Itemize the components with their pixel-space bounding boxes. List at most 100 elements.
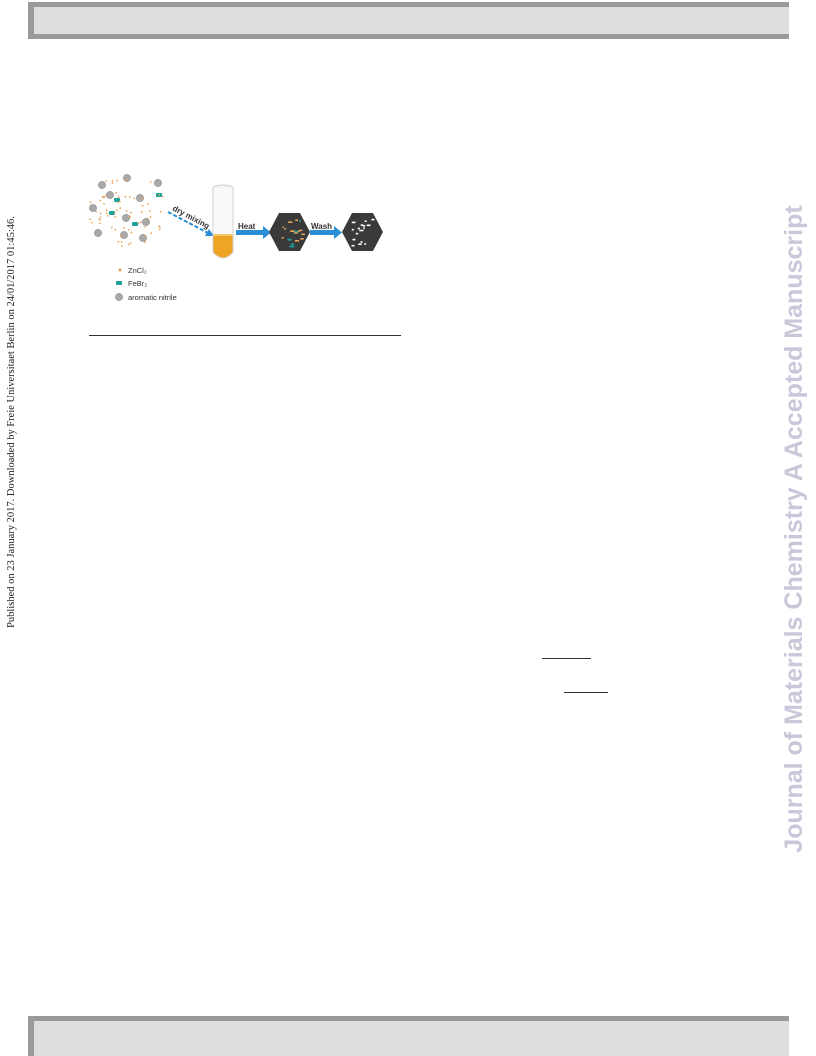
zncl2-particle bbox=[117, 196, 120, 198]
zncl2-particle bbox=[104, 195, 107, 197]
zncl2-particle bbox=[99, 222, 101, 225]
heat-label: Heat bbox=[238, 222, 256, 231]
zncl2-particle bbox=[121, 244, 123, 247]
pore bbox=[364, 220, 367, 222]
pore bbox=[364, 243, 367, 245]
pore bbox=[351, 221, 356, 224]
pore bbox=[351, 244, 355, 247]
figure-rule bbox=[89, 335, 401, 336]
pore bbox=[362, 225, 366, 227]
zncl2-particle bbox=[127, 243, 130, 246]
wash-label: Wash bbox=[311, 222, 332, 231]
salt-particle bbox=[288, 221, 293, 223]
zncl2-particle bbox=[119, 234, 122, 237]
salt-particle bbox=[289, 245, 293, 248]
febr-marker bbox=[116, 281, 122, 285]
nitrile-particle bbox=[139, 234, 147, 242]
salt-particle bbox=[281, 237, 284, 239]
pore bbox=[355, 232, 359, 235]
zncl2-particle bbox=[119, 207, 122, 209]
zncl2-particle bbox=[161, 195, 164, 198]
pore bbox=[371, 218, 375, 221]
nitrile-particle bbox=[106, 191, 114, 199]
legend-item-nitrile: aromatic nitrile bbox=[115, 293, 177, 302]
zncl2-particle bbox=[158, 194, 161, 196]
zncl2-particle bbox=[106, 215, 109, 217]
salt-particle bbox=[291, 243, 295, 245]
nitrile-particle bbox=[136, 194, 144, 202]
zncl2-particle bbox=[116, 201, 119, 204]
legend-label-febr: FeBr₂ bbox=[128, 279, 147, 288]
febr-particle bbox=[132, 222, 138, 226]
zncl2-particle bbox=[147, 217, 149, 220]
salt-particle bbox=[297, 230, 300, 232]
zncl2-particle bbox=[116, 209, 118, 212]
zncl2-particle bbox=[127, 229, 130, 231]
febr-particle bbox=[114, 198, 120, 202]
zncl2-particle bbox=[149, 181, 152, 183]
legend-item-febr: FeBr₂ bbox=[116, 279, 147, 288]
zncl2-particle bbox=[111, 180, 114, 182]
zncl2-particle bbox=[133, 197, 136, 200]
heated-product-hexagon bbox=[269, 213, 310, 251]
salt-particle bbox=[291, 245, 295, 248]
salt-particle bbox=[295, 219, 298, 221]
zncl2-particle bbox=[114, 228, 117, 231]
zncl2-particle bbox=[89, 201, 92, 204]
dry-mixing-arrow bbox=[167, 211, 214, 236]
zncl2-marker bbox=[118, 268, 122, 272]
zncl2-particle bbox=[125, 210, 128, 212]
zncl2-particle bbox=[99, 218, 101, 221]
footer-bar bbox=[28, 1016, 789, 1056]
zncl2-particle bbox=[126, 179, 129, 182]
zncl2-particle bbox=[99, 216, 102, 219]
zncl2-particle bbox=[130, 211, 132, 214]
pore bbox=[358, 243, 362, 245]
zncl2-particle bbox=[116, 179, 118, 182]
salt-particle bbox=[284, 228, 287, 230]
zncl2-particle bbox=[114, 216, 117, 218]
salt-particle bbox=[293, 232, 299, 234]
pore bbox=[359, 229, 364, 232]
zncl2-particle bbox=[150, 232, 153, 235]
legend-label-nitrile: aromatic nitrile bbox=[128, 293, 177, 302]
salt-particle bbox=[300, 238, 304, 240]
zncl2-particle bbox=[99, 199, 101, 202]
zncl2-particle bbox=[128, 215, 131, 218]
zncl2-particle bbox=[137, 222, 140, 224]
pore bbox=[360, 241, 363, 243]
zncl2-particle bbox=[141, 204, 144, 207]
zncl2-particle bbox=[129, 242, 132, 245]
zncl2-particle bbox=[158, 228, 161, 231]
underline-mark bbox=[564, 692, 608, 693]
salt-particle bbox=[299, 220, 301, 222]
publication-note: Published on 23 January 2017. Downloaded… bbox=[6, 216, 17, 628]
zncl2-particle bbox=[106, 212, 108, 215]
nitrile-particle bbox=[94, 229, 102, 237]
precursor-mixture bbox=[89, 174, 164, 247]
zncl2-particle bbox=[99, 212, 102, 215]
salt-particle bbox=[290, 230, 295, 232]
nitrile-particle bbox=[154, 179, 162, 187]
nitrile-marker bbox=[115, 293, 123, 301]
dry-mixing-label: dry mixing bbox=[171, 204, 211, 231]
synthesis-scheme: dry mixing Heat Wash ZnCl₂ FeBr₂ bbox=[89, 174, 383, 302]
zncl2-particle bbox=[95, 210, 97, 213]
pore bbox=[363, 227, 365, 229]
journal-watermark: Journal of Materials Chemistry A Accepte… bbox=[780, 205, 808, 853]
salt-particle bbox=[294, 230, 299, 233]
zncl2-particle bbox=[117, 240, 120, 243]
nitrile-particle bbox=[122, 214, 130, 222]
zncl2-particle bbox=[128, 195, 131, 198]
zncl2-particle bbox=[115, 191, 117, 194]
zncl2-particle bbox=[158, 226, 161, 228]
zncl2-particle bbox=[113, 212, 116, 215]
zncl2-particle bbox=[101, 195, 104, 198]
pore bbox=[360, 224, 364, 226]
salt-particle bbox=[299, 229, 303, 232]
zncl2-particle bbox=[105, 180, 107, 182]
nitrile-particle bbox=[98, 181, 106, 189]
zncl2-particle bbox=[105, 209, 108, 212]
zncl2-particle bbox=[120, 241, 123, 243]
zncl2-particle bbox=[139, 221, 142, 223]
